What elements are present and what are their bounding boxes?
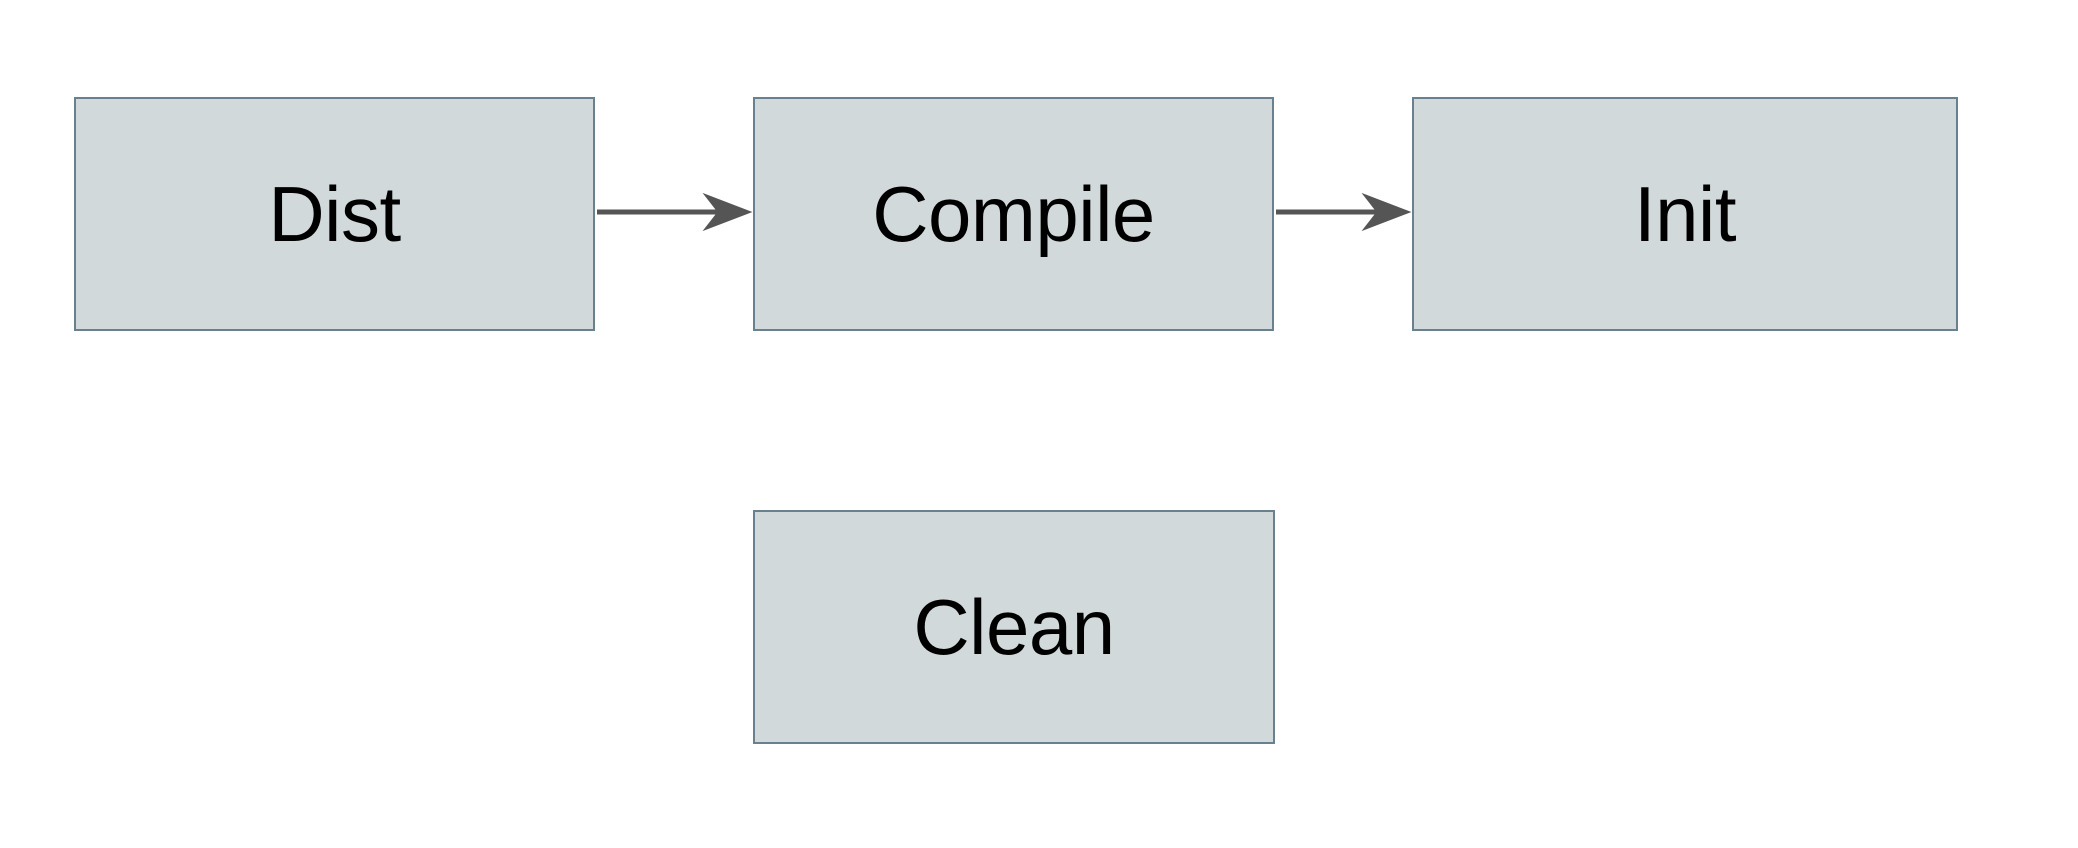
edge-dist-to-compile-arrowhead: [702, 192, 753, 232]
edge-dist-to-compile[interactable]: [597, 192, 753, 232]
node-clean-label: Clean: [913, 583, 1115, 671]
node-dist[interactable]: Dist: [74, 97, 595, 331]
edge-compile-to-init-arrowhead: [1361, 192, 1412, 232]
node-compile[interactable]: Compile: [753, 97, 1274, 331]
node-clean[interactable]: Clean: [753, 510, 1275, 744]
edge-compile-to-init[interactable]: [1276, 192, 1412, 232]
node-compile-label: Compile: [872, 170, 1155, 258]
node-init[interactable]: Init: [1412, 97, 1958, 331]
node-dist-label: Dist: [268, 170, 401, 258]
node-init-label: Init: [1633, 170, 1737, 258]
